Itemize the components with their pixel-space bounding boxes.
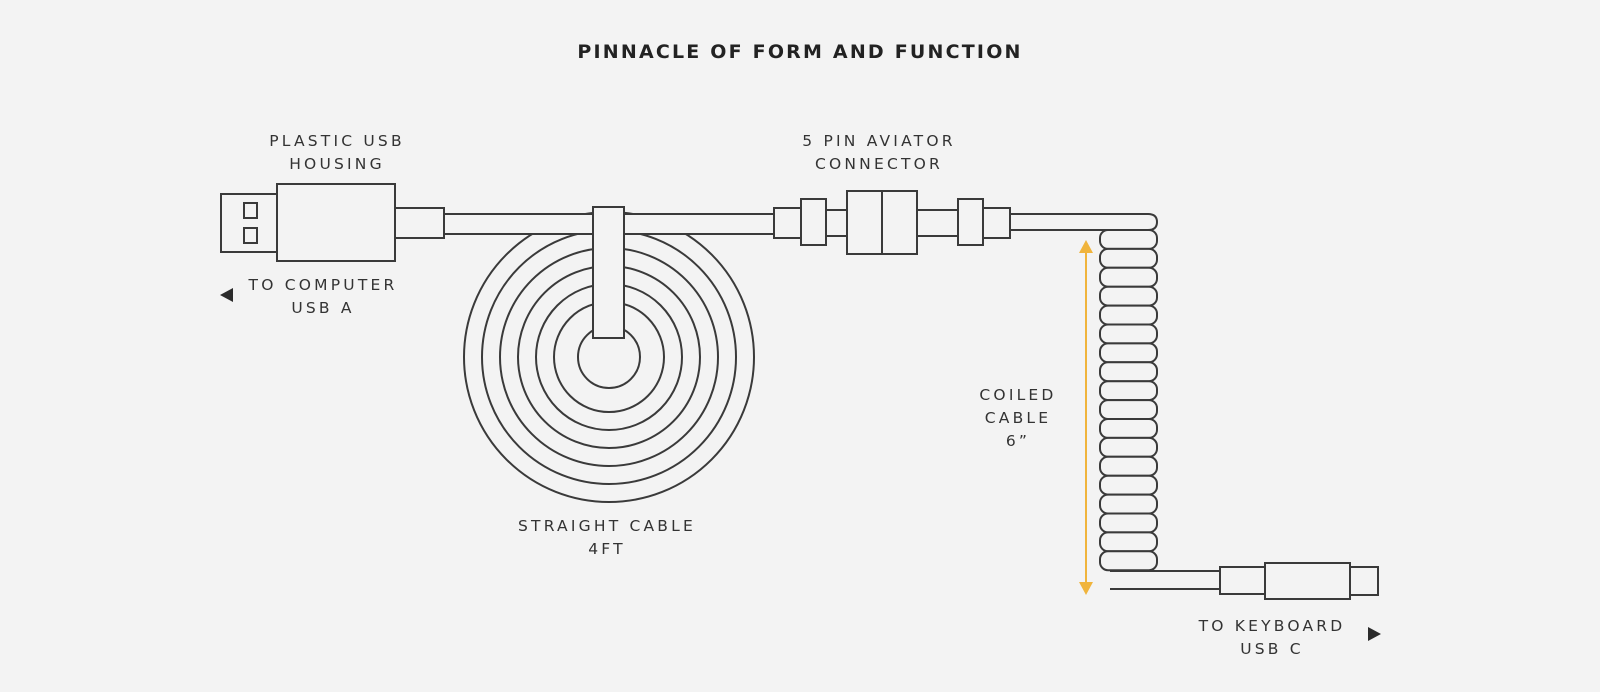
coil-loop (1099, 285, 1158, 307)
cable-to-coil (1010, 213, 1159, 231)
to-keyboard-label-line1: TO KEYBOARD (1198, 617, 1346, 635)
arrow-left-icon (220, 288, 233, 302)
to-computer-label-line2: USB A (291, 299, 354, 317)
page-title: PINNACLE OF FORM AND FUNCTION (577, 41, 1022, 63)
aviator-connector (773, 190, 1011, 255)
usb-a-pin-bottom (243, 227, 258, 244)
coiled-cable (1099, 229, 1158, 572)
cable-to-usb-c (1110, 570, 1220, 590)
straight-cable-label-line1: STRAIGHT CABLE (518, 517, 696, 535)
usb-c-housing (1264, 562, 1351, 600)
coil-loop (1099, 399, 1158, 421)
coil-loop (1099, 247, 1158, 269)
to-keyboard-label-line2: USB C (1240, 640, 1304, 658)
coil-loop (1099, 512, 1158, 534)
coil-loop (1099, 474, 1158, 496)
coil-loop (1099, 361, 1158, 383)
coil-loop (1099, 493, 1158, 515)
to-computer-label-line1: TO COMPUTER (248, 276, 398, 294)
coiled-cable-label-line2: CABLE (985, 409, 1052, 427)
coiled-cable-label-line1: COILED (979, 386, 1056, 404)
coil-loop (1099, 455, 1158, 477)
usb-a-pin-top (243, 202, 258, 219)
usb-housing-label-line2: HOUSING (289, 155, 385, 173)
coil-loop (1099, 550, 1158, 572)
coil-loop (1099, 436, 1158, 458)
coil-loop (1099, 229, 1158, 250)
coil-loop (1099, 418, 1158, 439)
usb-housing (276, 183, 396, 262)
usb-a-connector (220, 183, 445, 262)
coil-loop (1099, 380, 1158, 402)
coil-loop (1099, 323, 1158, 345)
aviator-label-line2: CONNECTOR (815, 155, 943, 173)
usb-housing-label-line1: PLASTIC USB (269, 132, 405, 150)
double-arrow-icon (1079, 240, 1093, 595)
usb-strain-relief (394, 207, 445, 239)
coil-loop (1099, 266, 1158, 288)
coiled-cable-label-line3: 6” (1006, 432, 1030, 450)
coil-loop (1099, 304, 1158, 326)
arrow-right-icon (1368, 627, 1381, 641)
usb-c-connector (1219, 562, 1379, 600)
aviator-label-line1: 5 PIN AVIATOR (802, 132, 955, 150)
coil-loop (1099, 342, 1158, 364)
coil-loop (1099, 531, 1158, 553)
straight-cable-label-line2: 4FT (588, 540, 626, 558)
usb-c-plug (1349, 566, 1379, 596)
cable-strap (592, 206, 625, 339)
